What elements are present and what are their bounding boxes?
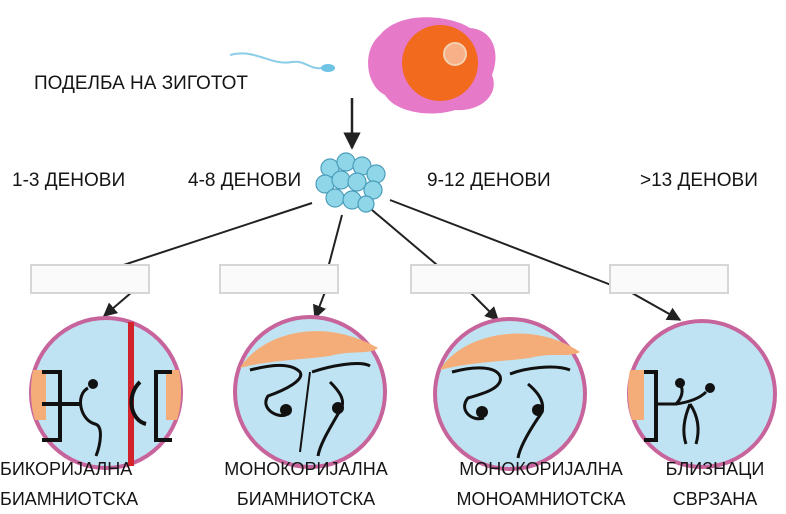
time-label: >13 ДЕНОВИ (640, 170, 758, 192)
time-label: 9-12 ДЕНОВИ (427, 170, 551, 192)
outcome-line2: БИАМНИОТСКА (0, 484, 166, 514)
outcome-caption: МОНОКОРИЈАЛНА БИАМНИОТСКА (206, 454, 406, 514)
outcome-line1: БИКОРИЈАЛНА (0, 454, 166, 484)
outcome-caption: БЛИЗНАЦИ СВРЗАНА (648, 454, 782, 514)
blank-label-box (410, 264, 530, 294)
morula-icon (316, 153, 385, 212)
branch-lines (90, 200, 680, 320)
time-label: 1-3 ДЕНОВИ (12, 170, 125, 192)
diagram-title: ПОДЕЛБА НА ЗИГОТОТ (34, 73, 248, 95)
outcome-line1: БЛИЗНАЦИ (648, 454, 782, 484)
blank-label-box (219, 264, 339, 294)
twin-sac-icon (435, 319, 585, 469)
twin-sac-icon (628, 321, 775, 467)
blank-label-box (30, 264, 150, 294)
twin-sac-icon (235, 317, 385, 467)
outcome-line2: БИАМНИОТСКА (206, 484, 406, 514)
outcome-line2: МОНОАМНИОТСКА (436, 484, 646, 514)
outcome-line1: МОНОКОРИЈАЛНА (206, 454, 406, 484)
time-label: 4-8 ДЕНОВИ (188, 170, 301, 192)
outcome-caption: МОНОКОРИЈАЛНА МОНОАМНИОТСКА (436, 454, 646, 514)
outcome-caption: БИКОРИЈАЛНА БИАМНИОТСКА (0, 454, 166, 514)
blank-label-box (609, 264, 729, 294)
outcome-line1: МОНОКОРИЈАЛНА (436, 454, 646, 484)
twin-sac-icon (31, 318, 181, 468)
outcome-line2: СВРЗАНА (648, 484, 782, 514)
sperm-icon (230, 53, 335, 72)
egg-icon (368, 17, 495, 113)
